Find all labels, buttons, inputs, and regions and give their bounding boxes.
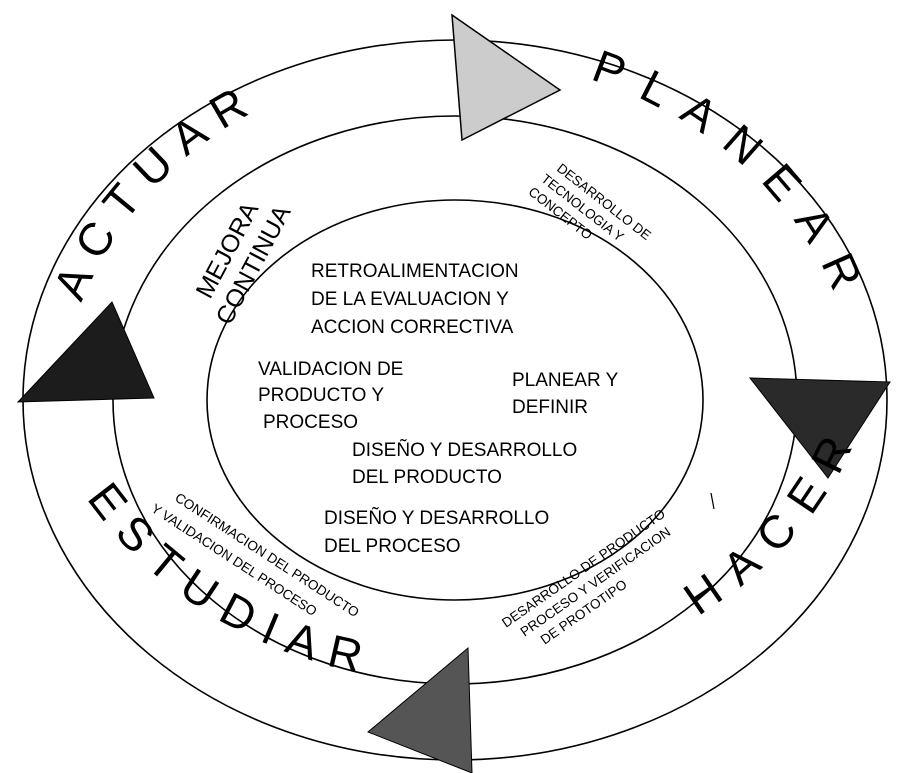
arrow-top [451, 13, 562, 142]
arrow-bottom [367, 646, 473, 773]
valid-line-2: PRODUCTO Y [258, 385, 384, 406]
note-prod-line-2: PROCESO Y VERIFICACION [518, 524, 674, 639]
dprod-line-1: DISEÑO Y DESARROLLO [352, 439, 577, 461]
inner-diseno-producto: DISEÑO Y DESARROLLO DEL PRODUCTO [352, 439, 577, 488]
inner-ring [206, 199, 704, 601]
plan-line-2: DEFINIR [512, 397, 588, 418]
phase-estudiar: ESTUDIAR [78, 473, 381, 685]
note-desarrollo-producto: DESARROLLO DE PRODUCTO PROCESO Y VERIFIC… [499, 506, 674, 647]
tick-mark [710, 492, 715, 510]
plan-line-1: PLANEAR Y [512, 370, 619, 391]
inner-planear-definir: PLANEAR Y DEFINIR [512, 370, 619, 418]
valid-line-1: VALIDACION DE [258, 359, 403, 380]
retro-line-3: ACCION CORRECTIVA [311, 317, 514, 338]
inner-retroalimentacion: RETROALIMENTACION DE LA EVALUACION Y ACC… [311, 261, 519, 338]
arrow-left [16, 301, 155, 403]
dproc-line-1: DISEÑO Y DESARROLLO [324, 507, 549, 529]
dprod-line-2: DEL PRODUCTO [352, 467, 502, 488]
phase-planear: PLANEAR [586, 39, 880, 314]
valid-line-3: PROCESO [263, 412, 358, 433]
phase-hacer: HACER [674, 412, 870, 625]
arrow-right [748, 377, 891, 479]
inner-diseno-proceso: DISEÑO Y DESARROLLO DEL PROCESO [324, 507, 549, 557]
inner-validacion: VALIDACION DE PRODUCTO Y PROCESO [258, 359, 403, 433]
dproc-line-2: DEL PROCESO [324, 536, 461, 557]
retro-line-2: DE LA EVALUACION Y [311, 289, 509, 310]
retro-line-1: RETROALIMENTACION [311, 261, 519, 282]
